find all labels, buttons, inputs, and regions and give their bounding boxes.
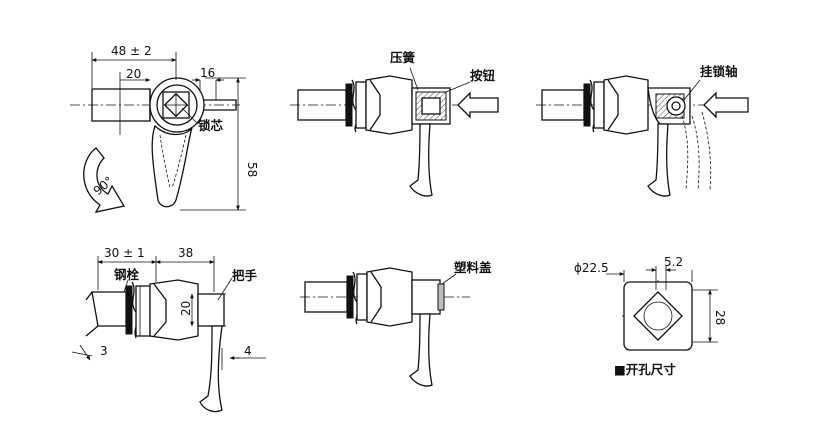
hook-view: 挂锁轴 bbox=[536, 64, 749, 197]
dim-offset: 20 bbox=[126, 67, 141, 81]
dim-head: 16 bbox=[200, 66, 215, 80]
dim-flat: 5.2 bbox=[664, 255, 683, 269]
label-cap: 塑料盖 bbox=[454, 260, 492, 275]
cap-view: 塑料盖 bbox=[300, 260, 492, 387]
label-button: 按钮 bbox=[470, 68, 496, 83]
cutout-view: ϕ22.5 5.2 28 ■开孔尺寸 bbox=[574, 255, 727, 377]
cutout-title: ■开孔尺寸 bbox=[614, 362, 676, 377]
label-shaft: 挂锁轴 bbox=[700, 64, 738, 79]
dim-across: 28 bbox=[713, 310, 727, 325]
label-spring: 压簧 bbox=[390, 50, 416, 65]
dim-plate: 4 bbox=[244, 344, 252, 358]
dim-body: 20 bbox=[179, 301, 193, 316]
dim-diameter: ϕ22.5 bbox=[574, 261, 609, 275]
dim-bolt: 30 ± 1 bbox=[104, 246, 145, 260]
dim-height: 58 bbox=[245, 162, 259, 177]
press-view: 压簧 按钮 bbox=[290, 50, 499, 197]
dim-thread: 3 bbox=[100, 344, 108, 358]
side-view: 30 ± 1 38 20 3 4 钢栓 把手 bbox=[71, 246, 266, 413]
dim-width: 48 ± 2 bbox=[111, 44, 152, 58]
label-core: 锁芯 bbox=[198, 118, 224, 133]
front-view: 90° 48 ± 2 20 16 58 锁芯 bbox=[70, 44, 259, 213]
label-handle: 把手 bbox=[232, 268, 258, 283]
dim-handle: 38 bbox=[178, 246, 193, 260]
label-bolt: 钢栓 bbox=[114, 267, 140, 282]
